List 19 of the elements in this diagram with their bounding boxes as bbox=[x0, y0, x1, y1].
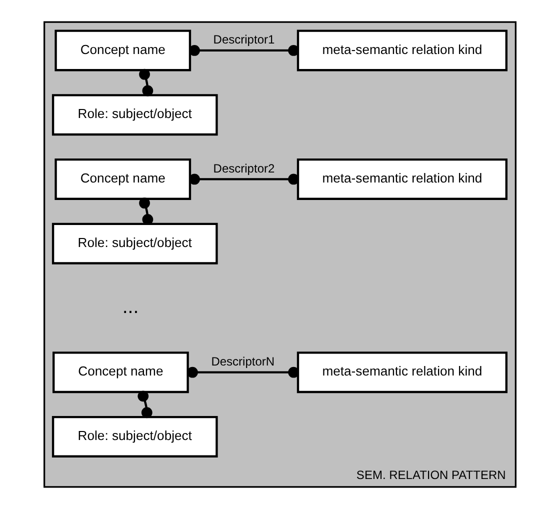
connector bbox=[138, 68, 153, 96]
connector bbox=[137, 390, 152, 418]
node-box: meta-semantic relation kind bbox=[296, 158, 507, 200]
connector bbox=[138, 197, 153, 224]
node-box: Role: subject/object bbox=[51, 415, 218, 457]
node-box: Concept name bbox=[54, 158, 191, 200]
edge-label: Descriptor2 bbox=[212, 160, 274, 175]
node-box: Role: subject/object bbox=[51, 222, 218, 264]
connector bbox=[188, 173, 298, 184]
connector bbox=[186, 366, 299, 378]
edge-label: Descriptor1 bbox=[212, 32, 274, 46]
node-box: Role: subject/object bbox=[51, 94, 218, 136]
edge-label: DescriptorN bbox=[210, 354, 274, 368]
node-box: meta-semantic relation kind bbox=[296, 351, 507, 393]
node-box: Concept name bbox=[52, 351, 188, 393]
label: ... bbox=[122, 295, 138, 318]
node-box: Concept name bbox=[54, 29, 191, 71]
connector bbox=[188, 44, 298, 56]
node-box: meta-semantic relation kind bbox=[296, 29, 507, 71]
